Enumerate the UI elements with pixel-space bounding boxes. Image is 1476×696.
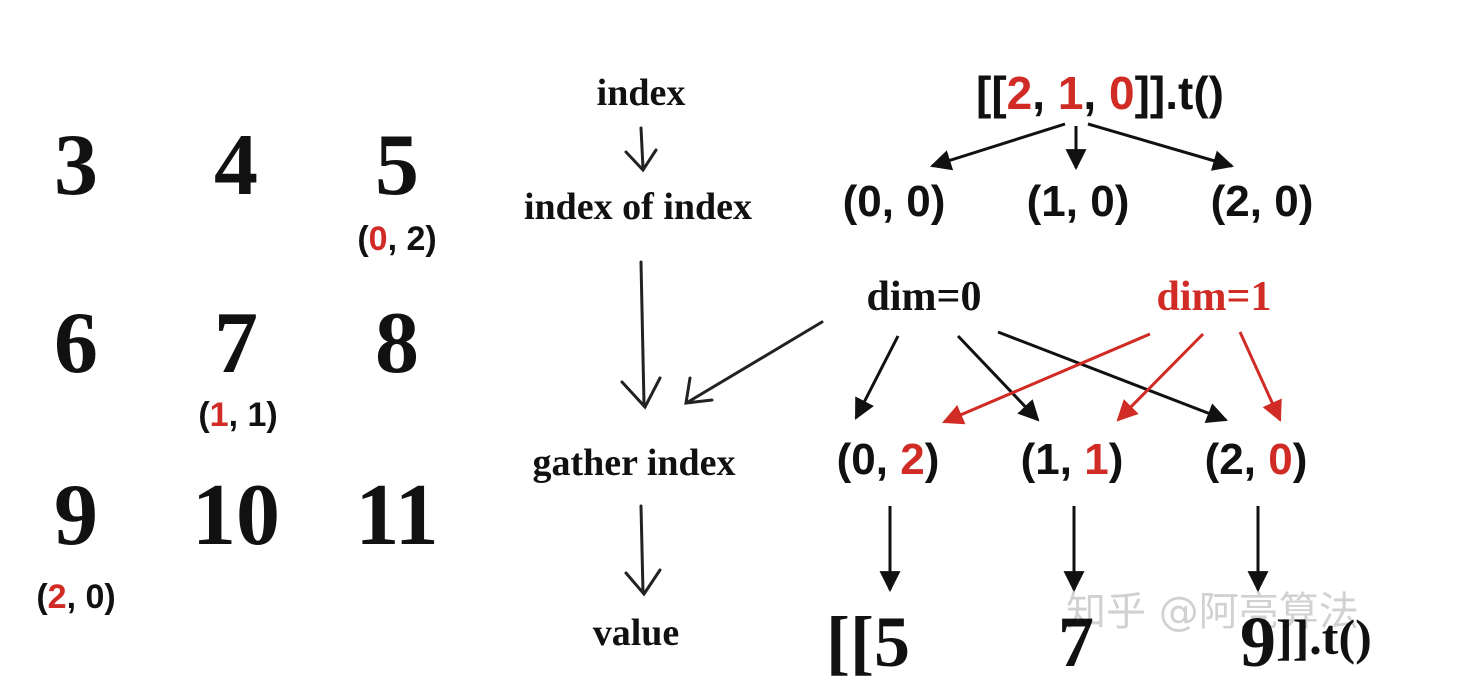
dim1-arrow-b [1116, 332, 1205, 422]
cell-coordinate: (1, 1) [198, 396, 278, 434]
gather-index-item: (0, 2) [836, 435, 940, 484]
tensor-arrows [929, 122, 1235, 171]
dim0-arrow-a [854, 335, 900, 420]
dim1-arrow-a [942, 332, 1151, 425]
matrix-cell: 3 [54, 117, 98, 214]
value-prefix: [[ [826, 602, 874, 682]
matrix-cell: 10 [192, 467, 280, 564]
arrow-to-2-0 [1087, 122, 1235, 171]
value-arrows [879, 506, 1269, 593]
label-value: value [592, 612, 680, 654]
index-tensor: [[2, 1, 0]].t() [976, 67, 1224, 119]
flow-arrows [620, 126, 824, 597]
arrow-index-to-index-of-index [624, 126, 658, 173]
value-item: 5 [874, 602, 910, 682]
matrix-cell: 11 [355, 467, 439, 564]
gather-index-item: (2, 0) [1204, 435, 1308, 484]
arrow-dim0-to-gather [684, 320, 824, 405]
dim1-label: dim=1 [1156, 274, 1272, 320]
index-of-index-item: (2, 0) [1210, 177, 1314, 226]
arrow-to-0-0 [929, 122, 1066, 171]
dim1-arrows [942, 331, 1282, 425]
value-item: 9 [1240, 602, 1276, 682]
label-index-of-index: index of index [523, 186, 753, 228]
matrix-cell: 5 [375, 117, 419, 214]
dim1-arrow-c [1238, 331, 1282, 422]
cell-coordinate: (2, 0) [36, 578, 116, 616]
label-index: index [596, 72, 686, 114]
dim0-arrow-c [997, 330, 1228, 423]
label-gather-index: gather index [532, 442, 736, 484]
dim0-arrow-b [956, 334, 1040, 422]
gather-index-item: (1, 1) [1020, 435, 1124, 484]
arrow-gather-to-value [624, 504, 662, 597]
dim0-arrows [854, 330, 1228, 423]
dim0-label: dim=0 [866, 274, 982, 320]
matrix-cell: 4 [214, 117, 258, 214]
arrow-index-of-index-to-gather [620, 260, 662, 410]
matrix-cell: 6 [54, 295, 98, 392]
index-of-index-item: (1, 0) [1026, 177, 1130, 226]
index-of-index-item: (0, 0) [842, 177, 946, 226]
cell-coordinate: (0, 2) [357, 220, 437, 258]
matrix-cell: 7 [214, 295, 258, 392]
matrix-cell: 9 [54, 467, 98, 564]
value-item: 7 [1058, 602, 1094, 682]
matrix-cell: 8 [375, 295, 419, 392]
value-suffix: ]].t() [1276, 609, 1372, 665]
watermark: 知乎 @阿亮算法 [1066, 589, 1359, 635]
